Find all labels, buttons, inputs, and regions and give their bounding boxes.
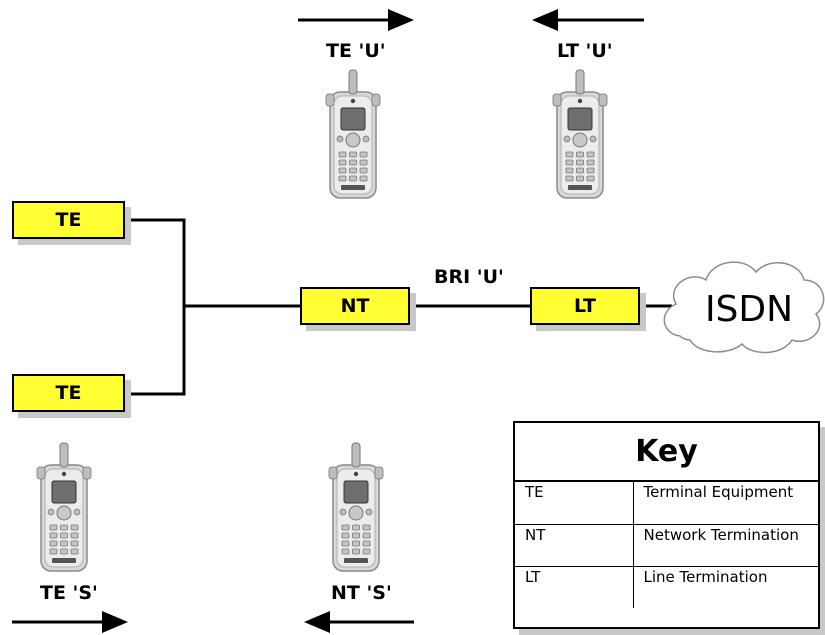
te-bus-line	[125, 218, 186, 396]
lt-u-label: LT 'U'	[557, 40, 613, 62]
te-u-label: TE 'U'	[326, 40, 386, 62]
arrow-left-top	[532, 9, 644, 31]
lt-box: LT	[530, 287, 640, 325]
handset-te-u-icon	[325, 69, 381, 199]
key-title: Key	[515, 423, 818, 482]
te-box-top-label: TE	[55, 209, 82, 231]
te-s-label: TE 'S'	[40, 582, 98, 604]
key-rows: TE Terminal Equipment NT Network Termina…	[515, 482, 818, 608]
key-abbr: LT	[515, 566, 634, 608]
arrow-left-bottom	[304, 611, 414, 633]
key-table: Key TE Terminal Equipment NT Network Ter…	[513, 421, 820, 629]
key-desc: Line Termination	[643, 567, 768, 586]
te-box-top: TE	[12, 201, 125, 239]
key-desc: Terminal Equipment	[633, 482, 818, 525]
key-abbr: NT	[515, 524, 634, 567]
isdn-label: ISDN	[705, 289, 793, 330]
key-desc: Network Termination	[633, 524, 818, 567]
nt-s-label: NT 'S'	[331, 582, 392, 604]
te-box-bottom-label: TE	[55, 382, 82, 404]
isdn-cloud: ISDN	[663, 261, 825, 354]
key-abbr: TE	[515, 482, 634, 525]
key-row: LT Line Termination	[515, 566, 818, 608]
arrow-right-top	[298, 9, 414, 31]
handset-lt-u-icon	[552, 69, 608, 199]
handset-te-s-icon	[36, 442, 92, 572]
lt-box-label: LT	[574, 295, 596, 317]
arrow-right-bottom	[12, 611, 128, 633]
nt-box: NT	[300, 287, 410, 325]
key-row: TE Terminal Equipment	[515, 482, 818, 525]
bri-u-label: BRI 'U'	[434, 266, 504, 288]
te-box-bottom: TE	[12, 374, 125, 412]
handset-nt-s-icon	[328, 442, 384, 572]
nt-box-label: NT	[340, 295, 370, 317]
key-row: NT Network Termination	[515, 524, 818, 567]
